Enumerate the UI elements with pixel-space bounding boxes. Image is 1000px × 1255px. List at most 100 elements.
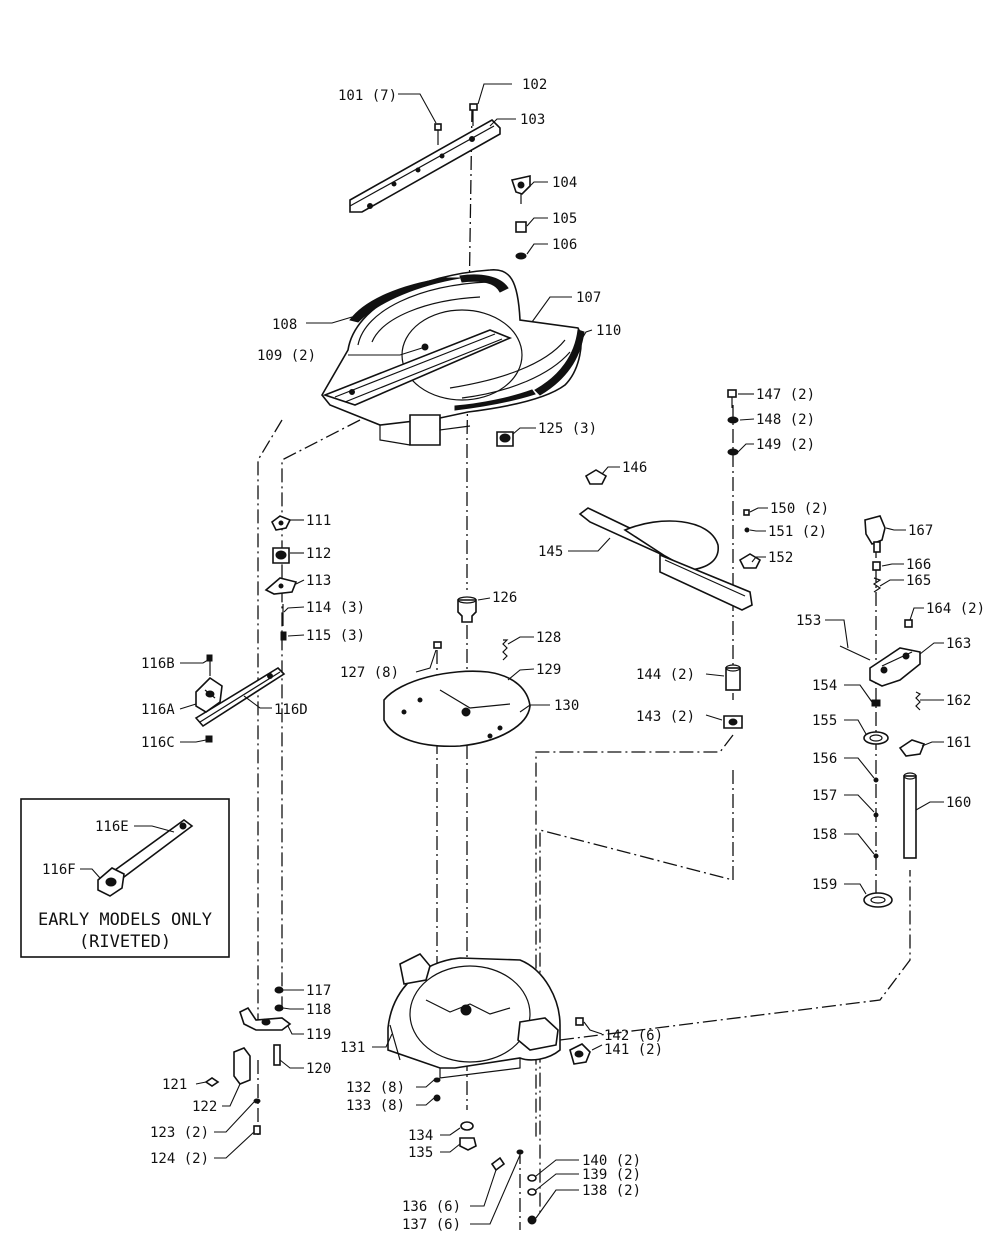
washer-154 [871,699,881,707]
callout-109: 109 (2) [257,348,316,364]
callout-116A: 116A [141,702,175,718]
callout-124: 124 (2) [150,1151,209,1167]
washer-157 [873,812,879,818]
callout-105: 105 [552,211,577,227]
callout-156: 156 [812,751,837,767]
callout-142: 142 (6) [604,1028,663,1044]
callout-158: 158 [812,827,837,843]
callout-111: 111 [306,513,331,529]
pin-116B [206,654,213,676]
callout-157: 157 [812,788,837,804]
block-116A [195,676,223,713]
callout-114: 114 (3) [306,600,365,616]
callout-139: 139 (2) [582,1167,641,1183]
callout-132: 132 (8) [346,1080,405,1096]
screw-124 [253,1125,261,1135]
nut-133 [433,1094,441,1102]
spacer-144 [725,664,741,691]
washer-151 [744,527,750,533]
callout-166: 166 [906,557,931,573]
washer-156 [873,777,879,783]
callout-121: 121 [162,1077,187,1093]
callout-131: 131 [340,1040,365,1056]
callout-labels: 101 (7) 102 103 104 105 106 107 108 109 … [42,77,985,1233]
callout-116E: 116E [95,819,129,835]
nut-105 [515,221,527,233]
callout-137: 137 (6) [402,1217,461,1233]
screw-147 [727,389,737,408]
bracket-163 [869,647,921,687]
spring-128 [502,639,509,661]
spring-162 [915,691,922,711]
screw-164 [904,619,913,628]
nut-143 [723,715,743,729]
callout-149: 149 (2) [756,437,815,453]
callout-133: 133 (8) [346,1098,405,1114]
callout-119: 119 [306,1027,331,1043]
screw-142 [575,1017,584,1026]
callout-128: 128 [536,630,561,646]
callout-125: 125 (3) [538,421,597,437]
washer-148 [727,416,739,424]
clamp-146 [584,469,608,485]
nut-135 [459,1137,477,1151]
callout-143: 143 (2) [636,709,695,725]
screw-115 [280,631,287,641]
callout-116F: 116F [42,862,76,878]
inset-early-models: EARLY MODELS ONLY (RIVETED) [20,798,230,958]
fence-145 [578,507,753,611]
callout-116C: 116C [141,735,175,751]
callout-134: 134 [408,1128,433,1144]
ring-159 [863,892,893,908]
screw-101 [434,123,442,145]
callout-155: 155 [812,713,837,729]
callout-141: 141 (2) [604,1042,663,1058]
callout-140: 140 (2) [582,1153,641,1169]
callout-151: 151 (2) [768,524,827,540]
screw-136 [490,1156,506,1172]
fence-plate-103 [349,119,501,213]
callout-138: 138 (2) [582,1183,641,1199]
callout-135: 135 [408,1145,433,1161]
scale-108 [349,274,509,323]
clip-121 [204,1077,220,1087]
callout-165: 165 [906,573,931,589]
callout-106: 106 [552,237,577,253]
callout-136: 136 (6) [402,1199,461,1215]
shaft-160 [903,772,917,859]
plate-113 [264,577,298,595]
callout-162: 162 [946,693,971,709]
callout-108: 108 [272,317,297,333]
pivot-126 [457,596,477,623]
callout-152: 152 [768,550,793,566]
callout-116D: 116D [274,702,308,718]
callout-110: 110 [596,323,621,339]
inset-line-1: EARLY MODELS ONLY [38,910,212,930]
washer-118 [274,1004,284,1012]
callout-126: 126 [492,590,517,606]
callout-164: 164 (2) [926,601,985,617]
spring-165 [872,577,882,593]
washer-140 [527,1174,537,1182]
washer-139 [527,1188,537,1196]
callout-167: 167 [908,523,933,539]
lever-167 [864,515,886,553]
washer-134 [460,1121,474,1131]
callout-118: 118 [306,1002,331,1018]
callout-146: 146 [622,460,647,476]
clamp-152 [738,553,762,569]
callout-127: 127 (8) [340,665,399,681]
pin-166 [872,561,881,571]
screw-120 [273,1044,281,1066]
pin-116C [205,735,213,743]
callout-120: 120 [306,1061,331,1077]
callout-163: 163 [946,636,971,652]
plate-122 [233,1047,251,1085]
callout-107: 107 [576,290,601,306]
callout-147: 147 (2) [756,387,815,403]
callout-129: 129 [536,662,561,678]
callout-144: 144 (2) [636,667,695,683]
callout-112: 112 [306,546,331,562]
knob-141 [569,1043,591,1065]
